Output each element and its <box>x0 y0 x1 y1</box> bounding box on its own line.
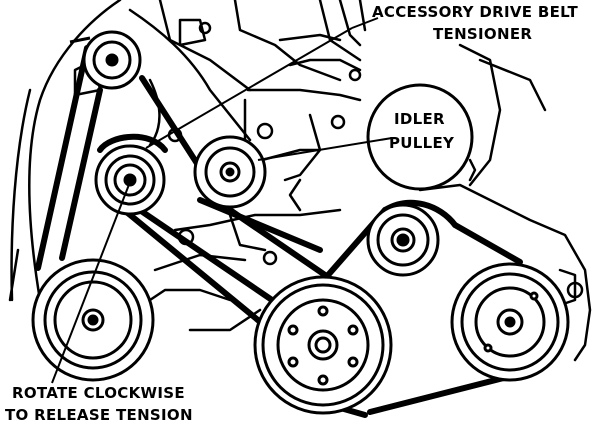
idler-label-line1: IDLER <box>394 110 445 128</box>
right-pulley <box>450 262 570 382</box>
lower-left-pulley <box>31 258 155 382</box>
idler-pulley-drawing <box>366 83 474 191</box>
rotate-label-line2: TO RELEASE TENSION <box>5 406 193 424</box>
tensioner-pulley <box>94 144 166 216</box>
top-pulley <box>69 30 142 90</box>
leader-lines <box>51 17 393 384</box>
idler-pulley <box>193 135 267 209</box>
tensioner-label-line1: ACCESSORY DRIVE BELT <box>372 3 579 21</box>
crankshaft-pulley <box>253 275 393 415</box>
rotate-label-line1: ROTATE CLOCKWISE <box>12 384 185 402</box>
block-bolts <box>167 21 584 299</box>
tensioner-label-line2: TENSIONER <box>433 25 533 43</box>
upper-right-idler <box>366 203 440 277</box>
idler-label-line2: PULLEY <box>389 134 455 152</box>
